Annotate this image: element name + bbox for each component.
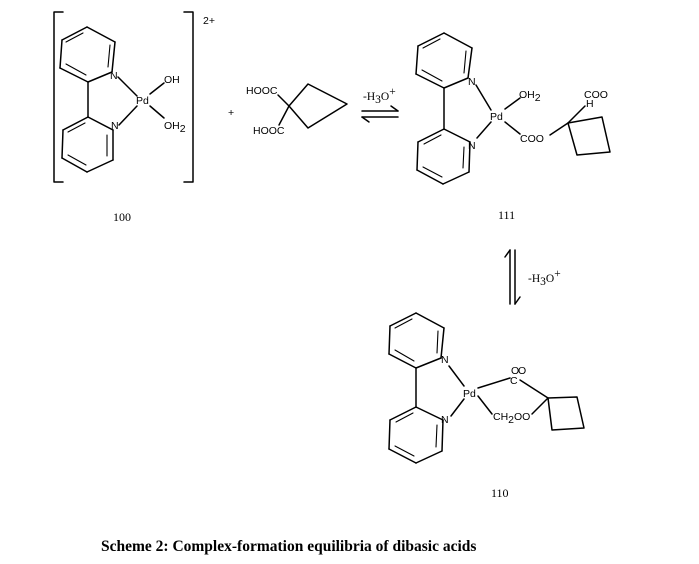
hydroxo-ligand: OH xyxy=(164,74,180,86)
cooh-group-top: HOOC xyxy=(246,85,278,97)
free-carboxyl-group: COO xyxy=(584,89,608,101)
n-atom-lower: N xyxy=(468,140,476,152)
n-atom-lower: N xyxy=(441,414,449,426)
forward-half-arrowhead xyxy=(390,105,399,112)
plus-sign: + xyxy=(228,107,234,119)
pd-atom: Pd xyxy=(490,111,503,123)
upper-pyridine-ring xyxy=(415,32,473,89)
equilibrium-arrow-1: -H3O+ xyxy=(361,86,399,123)
forward-half-arrowhead xyxy=(514,296,521,305)
carbonyl-carbon: C xyxy=(510,375,518,387)
n-atom-upper: N xyxy=(468,76,476,88)
n-atom-upper: N xyxy=(441,354,449,366)
compound-number-100: 100 xyxy=(113,210,131,224)
cyclobutane-ring xyxy=(567,116,611,156)
left-bracket xyxy=(53,11,64,183)
reverse-half-arrowhead xyxy=(361,116,370,123)
compound-110: N N Pd O O C CH2OO 110 xyxy=(388,312,585,500)
condition-label-1: -H3O+ xyxy=(363,86,396,106)
right-bracket xyxy=(183,11,194,183)
ch2oo-group: CH2OO xyxy=(493,411,530,426)
pd-atom: Pd xyxy=(136,95,149,107)
n-atom-upper: N xyxy=(110,70,118,82)
lower-pyridine-ring xyxy=(61,116,114,173)
n-atom-lower: N xyxy=(111,120,119,132)
compound-111: N N Pd OH2 COO COO H 111 xyxy=(415,32,611,222)
upper-pyridine-ring xyxy=(59,26,116,83)
compound-number-111: 111 xyxy=(498,208,515,222)
carbonyl-oxygen: O xyxy=(511,365,519,377)
cyclobutane-ring xyxy=(547,396,585,431)
upper-pyridine-ring xyxy=(388,312,445,369)
lower-pyridine-ring xyxy=(388,406,444,464)
lower-pyridine-ring xyxy=(416,128,471,185)
aqua-ligand: OH2 xyxy=(164,120,186,135)
carbonyl-oxygen-2: O xyxy=(518,365,526,377)
condition-label-2: -H3O+ xyxy=(528,268,561,288)
equilibrium-arrow-2: -H3O+ xyxy=(504,249,561,305)
carboxylate-group: COO xyxy=(520,133,544,145)
reverse-half-arrowhead xyxy=(504,249,511,258)
scheme-caption: Scheme 2: Complex-formation equilibria o… xyxy=(101,538,476,555)
cyclobutane-dicarboxylic-acid: HOOC HOOC xyxy=(246,83,348,137)
pd-atom: Pd xyxy=(463,388,476,400)
compound-100: 2+ xyxy=(53,11,215,224)
cyclobutane-ring xyxy=(288,83,348,129)
carboxyl-hydrogen: H xyxy=(586,98,594,110)
charge-label: 2+ xyxy=(203,15,215,27)
cooh-group-bottom: HOOC xyxy=(253,125,285,137)
compound-number-110: 110 xyxy=(491,486,509,500)
aqua-ligand: OH2 xyxy=(519,89,541,104)
